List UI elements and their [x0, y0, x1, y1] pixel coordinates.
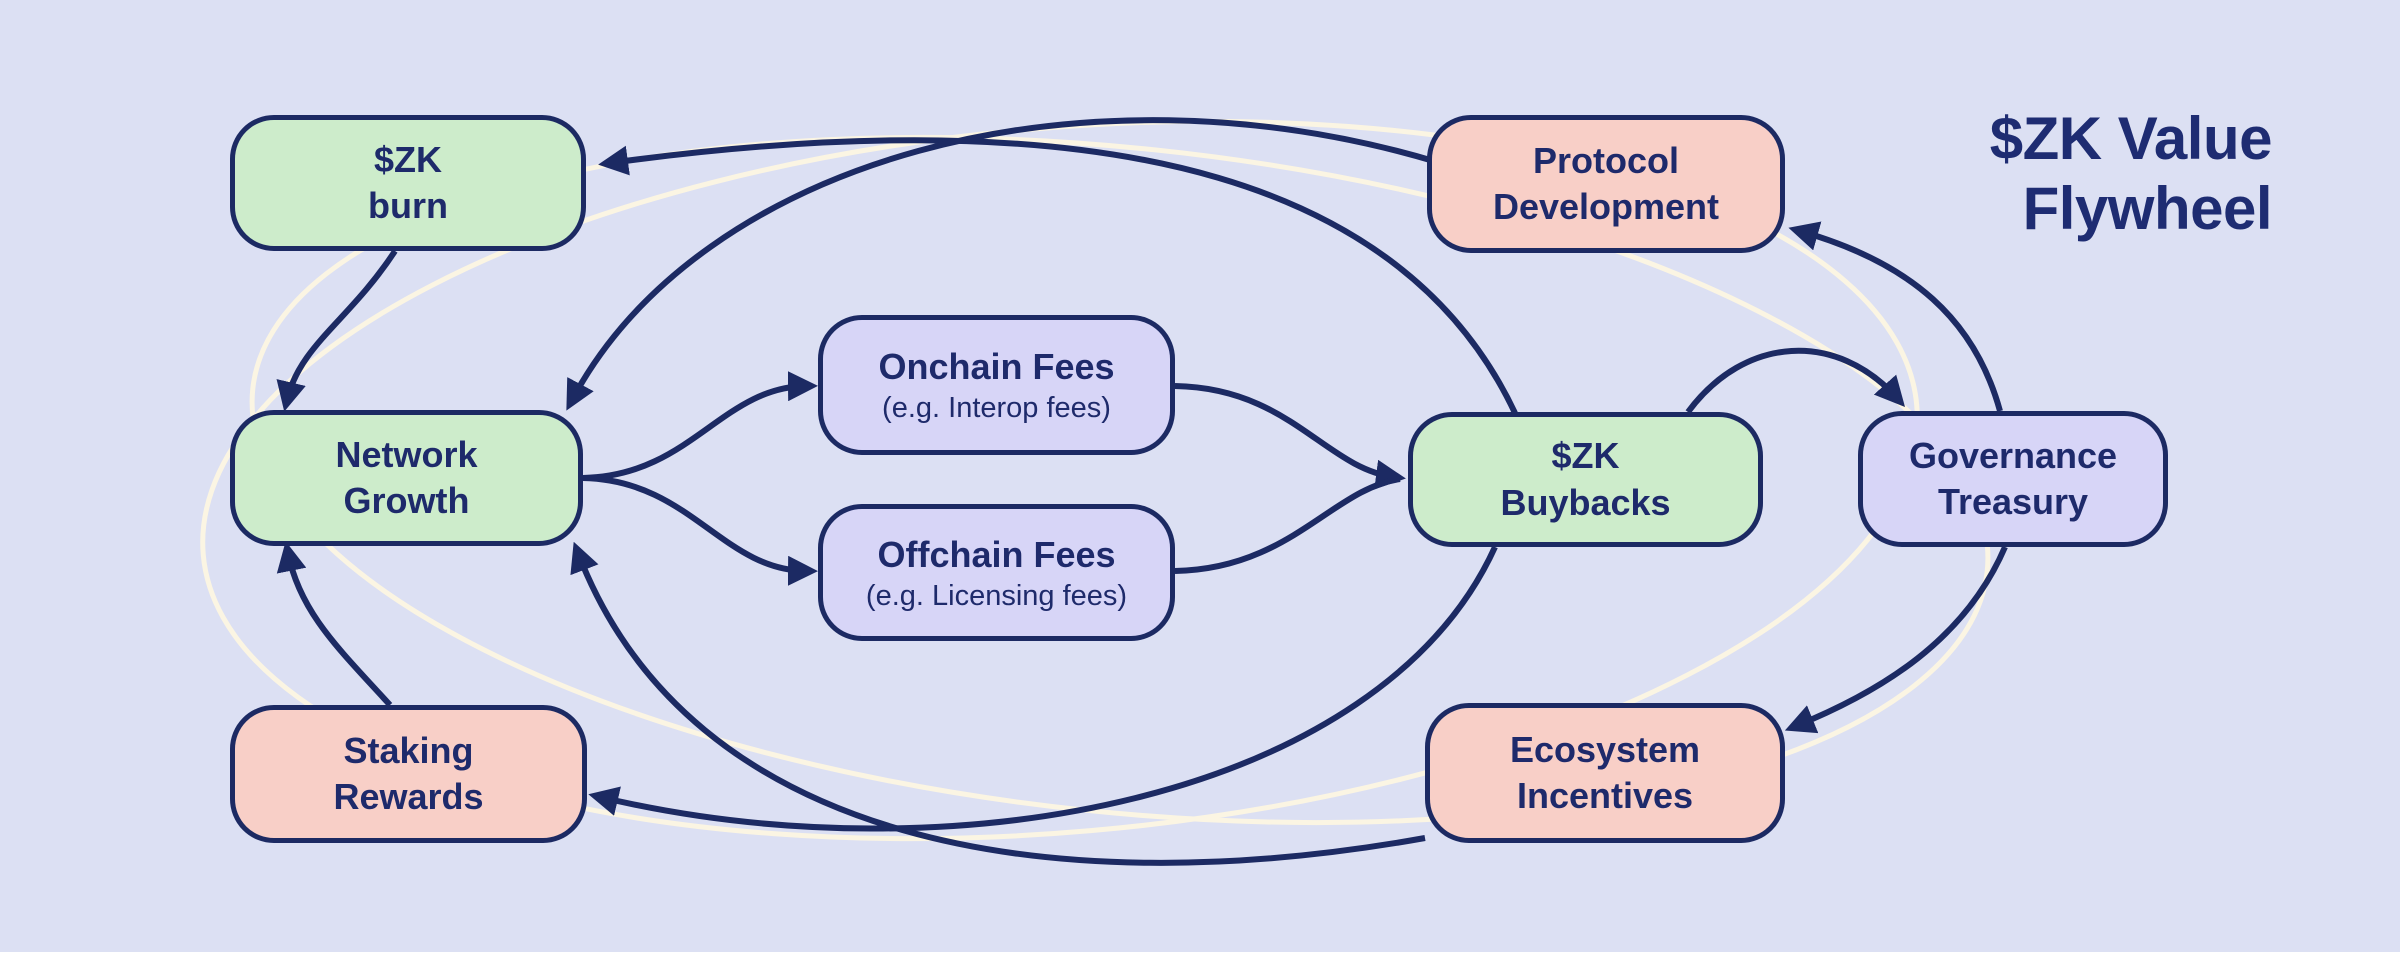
node-label-line: Network: [335, 433, 478, 475]
node-sublabel: (e.g. Interop fees): [882, 392, 1111, 425]
bottom-strip: [0, 952, 2400, 960]
node-protocol-development: Protocol Development: [1427, 115, 1785, 253]
node-label-line: Development: [1492, 186, 1720, 227]
edge-buybacks-to-governance-treasury: [1685, 347, 1906, 414]
edge-burn-to-network-growth: [276, 249, 398, 412]
node-label-line: burn: [368, 185, 448, 226]
node-offchain-fees: Offchain Fees (e.g. Licensing fees): [818, 504, 1175, 641]
edge-staking-rewards-to-network-growth: [276, 541, 393, 708]
diagram-title: $ZK Value Flywheel: [1572, 104, 2273, 244]
edge-buybacks-to-staking-rewards: [588, 545, 1498, 832]
node-label-line: Buybacks: [1500, 481, 1671, 523]
node-ecosystem-incentives: Ecosystem Incentives: [1425, 703, 1785, 843]
node-network-growth: Network Growth: [230, 410, 583, 546]
node-label-line: Rewards: [333, 776, 484, 817]
node-label-line: Growth: [343, 480, 470, 521]
node-label-line: Staking: [343, 729, 474, 771]
node-label-line: Incentives: [1516, 775, 1694, 816]
edge-governance-treasury-to-protocol-development: [1788, 221, 2003, 412]
edge-governance-treasury-to-ecosystem-incentives: [1784, 545, 2008, 734]
diagram-title-line1: $ZK Value: [1989, 105, 2273, 172]
node-label-line: Protocol: [1532, 139, 1679, 181]
node-label-line: Governance: [1908, 434, 2118, 476]
node-onchain-fees: Onchain Fees (e.g. Interop fees): [818, 315, 1175, 455]
node-governance-treasury: Governance Treasury: [1858, 411, 2168, 547]
edge-onchain-fees-to-buybacks: [1174, 383, 1406, 490]
edge-offchain-fees-to-buybacks: [1174, 476, 1401, 574]
edge-network-growth-to-onchain-fees: [582, 371, 818, 481]
node-label-line: Offchain Fees: [877, 533, 1116, 575]
node-label-line: $ZK: [373, 138, 442, 180]
node-label-line: Onchain Fees: [878, 346, 1115, 388]
node-label-line: Ecosystem: [1509, 728, 1701, 770]
node-zk-burn: $ZK burn: [230, 115, 586, 251]
diagram-title-line2: Flywheel: [2022, 175, 2273, 243]
node-label-line: $ZK: [1551, 435, 1620, 477]
edge-buybacks-to-burn: [598, 137, 1518, 415]
node-staking-rewards: Staking Rewards: [230, 705, 587, 843]
node-label-line: Treasury: [1937, 481, 2089, 522]
edge-protocol-development-to-network-growth: [566, 117, 1438, 411]
node-zk-buybacks: $ZK Buybacks: [1408, 412, 1763, 547]
edge-network-growth-to-offchain-fees: [582, 475, 818, 586]
node-sublabel: (e.g. Licensing fees): [865, 579, 1128, 612]
